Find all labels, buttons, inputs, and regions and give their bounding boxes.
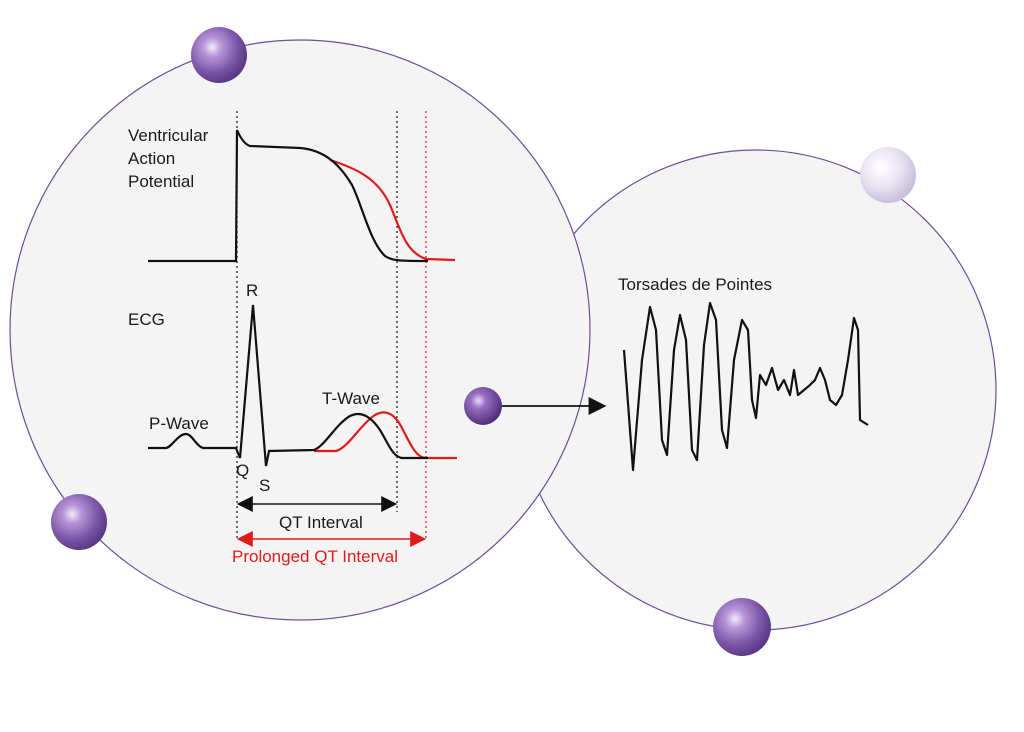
ecg-label: ECG: [128, 310, 165, 329]
q-label: Q: [236, 461, 249, 480]
action-potential-prolonged-trace: [329, 158, 456, 262]
purple-sphere-icon: [191, 27, 247, 83]
ap-label-line2: Action: [128, 149, 175, 168]
left-circle: [9, 39, 591, 621]
torsades-label: Torsades de Pointes: [618, 275, 772, 294]
ecg-normal-trace: [148, 304, 428, 467]
r-peak-label: R: [246, 281, 258, 300]
p-wave-label: P-Wave: [149, 414, 209, 433]
light-sphere-icon: [860, 147, 916, 203]
t-wave-label: T-Wave: [322, 389, 380, 408]
ap-label-line1: Ventricular: [128, 126, 209, 145]
purple-sphere-icon: [464, 387, 502, 425]
ecg-prolonged-t-wave-trace: [314, 411, 457, 460]
prolonged-qt-interval-label: Prolonged QT Interval: [232, 547, 398, 566]
qt-interval-label: QT Interval: [279, 513, 363, 532]
right-circle: [515, 149, 997, 631]
s-label: S: [259, 476, 270, 495]
action-potential-normal-trace: [148, 129, 429, 263]
purple-sphere-icon: [713, 598, 771, 656]
purple-sphere-icon: [51, 494, 107, 550]
ap-label-line3: Potential: [128, 172, 194, 191]
torsades-trace: [622, 301, 869, 472]
